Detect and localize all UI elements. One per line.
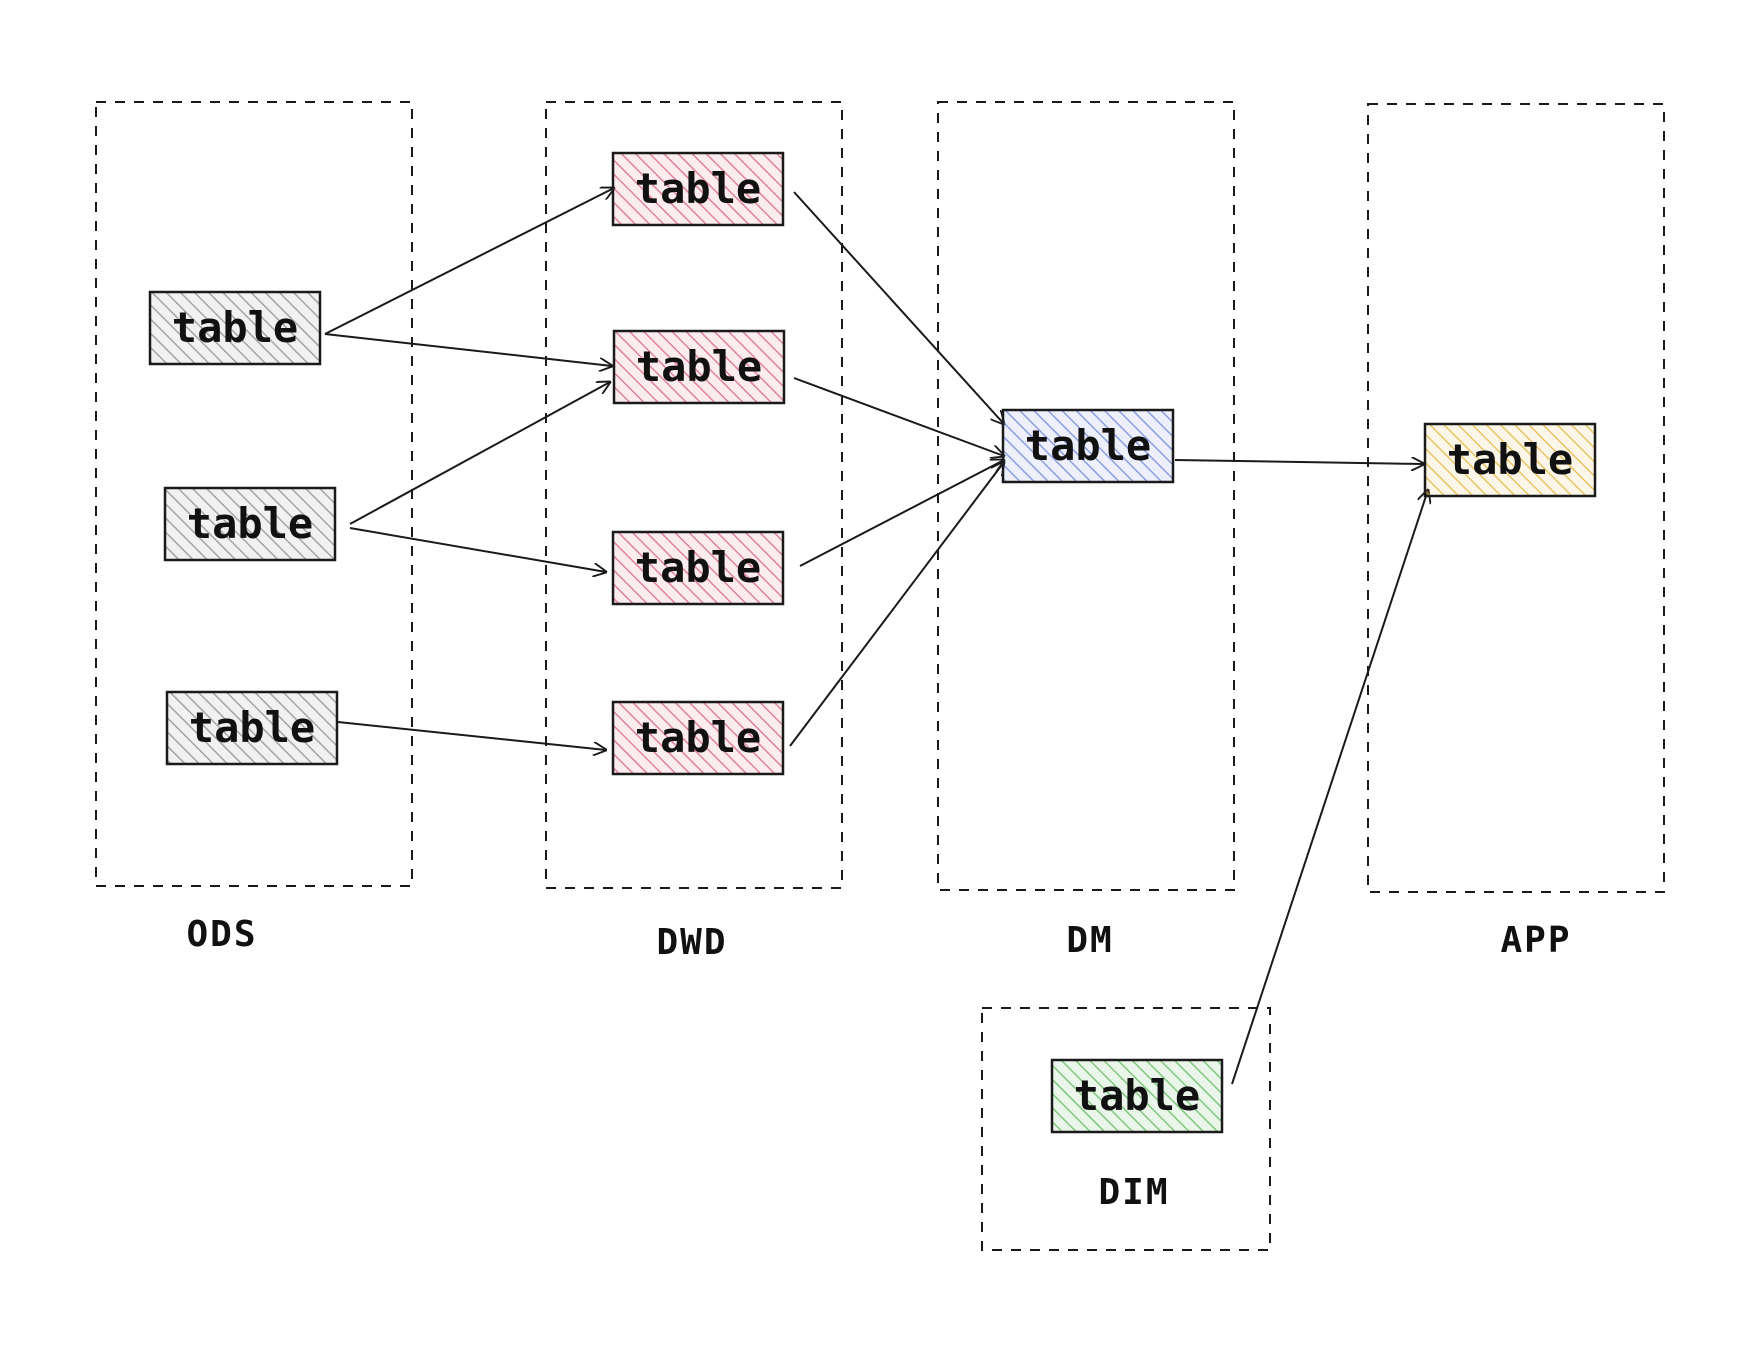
nodes: table table table table table table table table… xyxy=(148,151,1597,1134)
node-dm-1: table xyxy=(1001,408,1175,484)
table-label: table xyxy=(636,342,762,391)
node-dwd-3: table xyxy=(611,530,785,606)
table-box xyxy=(148,290,322,366)
edge-dm_1-to-app_1 xyxy=(1174,460,1424,464)
edge-ods_3-to-dwd_4 xyxy=(337,721,606,750)
edge-ods_1-to-dwd_1 xyxy=(324,188,614,335)
dim-layer-label: DIM xyxy=(1098,1172,1169,1213)
table-label: table xyxy=(635,164,761,213)
edge-dwd_1-to-dm_1 xyxy=(793,191,1004,424)
node-dwd-1: table xyxy=(611,151,785,227)
table-label: table xyxy=(189,703,315,752)
edge-ods_1-to-dwd_2 xyxy=(324,333,612,366)
node-dim-1: table xyxy=(1050,1058,1224,1134)
edge-dwd_2-to-dm_1 xyxy=(793,377,1004,456)
node-ods-1: table xyxy=(148,290,322,366)
dwd-layer-box xyxy=(545,101,843,889)
table-label: table xyxy=(635,713,761,762)
edge-dim_1-to-app_1 xyxy=(1231,490,1428,1085)
app-layer-label: APP xyxy=(1500,920,1571,961)
node-dwd-4: table xyxy=(611,700,785,776)
edge-dwd_4-to-dm_1 xyxy=(789,462,1004,747)
app-layer-box xyxy=(1367,103,1665,893)
table-label: table xyxy=(1025,421,1151,470)
table-label: table xyxy=(172,303,298,352)
table-box xyxy=(611,530,785,606)
dm-layer-box xyxy=(937,101,1235,891)
table-box xyxy=(165,690,339,766)
node-dwd-2: table xyxy=(612,329,786,405)
dim-layer-box xyxy=(981,1007,1271,1251)
table-label: table xyxy=(635,543,761,592)
node-ods-3: table xyxy=(165,690,339,766)
ods-layer-box xyxy=(95,101,413,887)
node-app-1: table xyxy=(1423,422,1597,498)
table-box xyxy=(1050,1058,1224,1134)
table-box xyxy=(163,486,337,562)
edge-ods_2-to-dwd_3 xyxy=(349,527,606,572)
edge-dwd_3-to-dm_1 xyxy=(799,460,1004,567)
table-label: table xyxy=(187,499,313,548)
table-box xyxy=(611,151,785,227)
edges xyxy=(324,188,1428,1085)
table-label: table xyxy=(1447,435,1573,484)
table-box xyxy=(612,329,786,405)
dwd-layer-label: DWD xyxy=(656,922,727,963)
table-box xyxy=(611,700,785,776)
table-label: table xyxy=(1074,1071,1200,1120)
ods-layer-label: ODS xyxy=(186,914,257,955)
node-ods-2: table xyxy=(163,486,337,562)
table-box xyxy=(1423,422,1597,498)
edge-ods_2-to-dwd_2 xyxy=(349,382,610,525)
dm-layer-label: DM xyxy=(1066,920,1113,961)
table-box xyxy=(1001,408,1175,484)
